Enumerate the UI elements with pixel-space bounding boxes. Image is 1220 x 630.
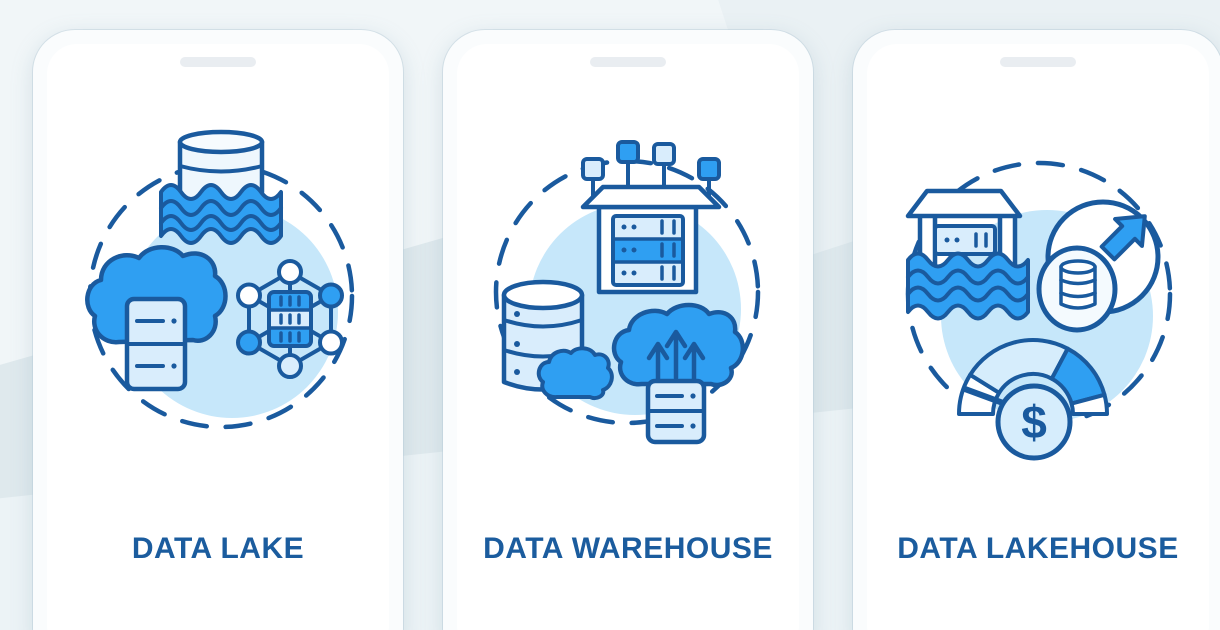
cloud-server-icon bbox=[85, 245, 228, 392]
speaker-slot bbox=[180, 57, 256, 67]
small-cloud-icon bbox=[536, 346, 614, 401]
data-lake-illustration bbox=[85, 129, 355, 430]
house-on-water-icon bbox=[905, 188, 1030, 321]
card-title: DATA WAREHOUSE bbox=[483, 532, 773, 565]
data-warehouse-illustration bbox=[493, 140, 761, 445]
card-title: DATA LAKE bbox=[131, 532, 305, 565]
dollar-sign: $ bbox=[1021, 396, 1047, 448]
data-lakehouse-illustration: $ bbox=[905, 160, 1173, 461]
distributed-network-icon bbox=[236, 259, 344, 379]
database-transfer-icon bbox=[1036, 199, 1161, 333]
card-title: DATA LAKEHOUSE bbox=[897, 532, 1179, 565]
phone-mockup-data-warehouse: DATA WAREHOUSE bbox=[443, 30, 813, 630]
phone-screen: DATA WAREHOUSE bbox=[457, 44, 799, 630]
speaker-slot bbox=[1000, 57, 1076, 67]
cloud-upload-server-icon bbox=[611, 302, 745, 445]
speaker-slot bbox=[590, 57, 666, 67]
phone-screen: DATA LAKE bbox=[47, 44, 389, 630]
phone-screen: $ DATA LAKEHOUSE bbox=[867, 44, 1209, 630]
phone-mockup-data-lake: DATA LAKE bbox=[33, 30, 403, 630]
database-in-lake-icon bbox=[159, 129, 283, 245]
phone-mockup-data-lakehouse: $ DATA LAKEHOUSE bbox=[853, 30, 1220, 630]
warehouse-servers-icon bbox=[580, 140, 722, 295]
cost-gauge-icon: $ bbox=[956, 338, 1110, 461]
